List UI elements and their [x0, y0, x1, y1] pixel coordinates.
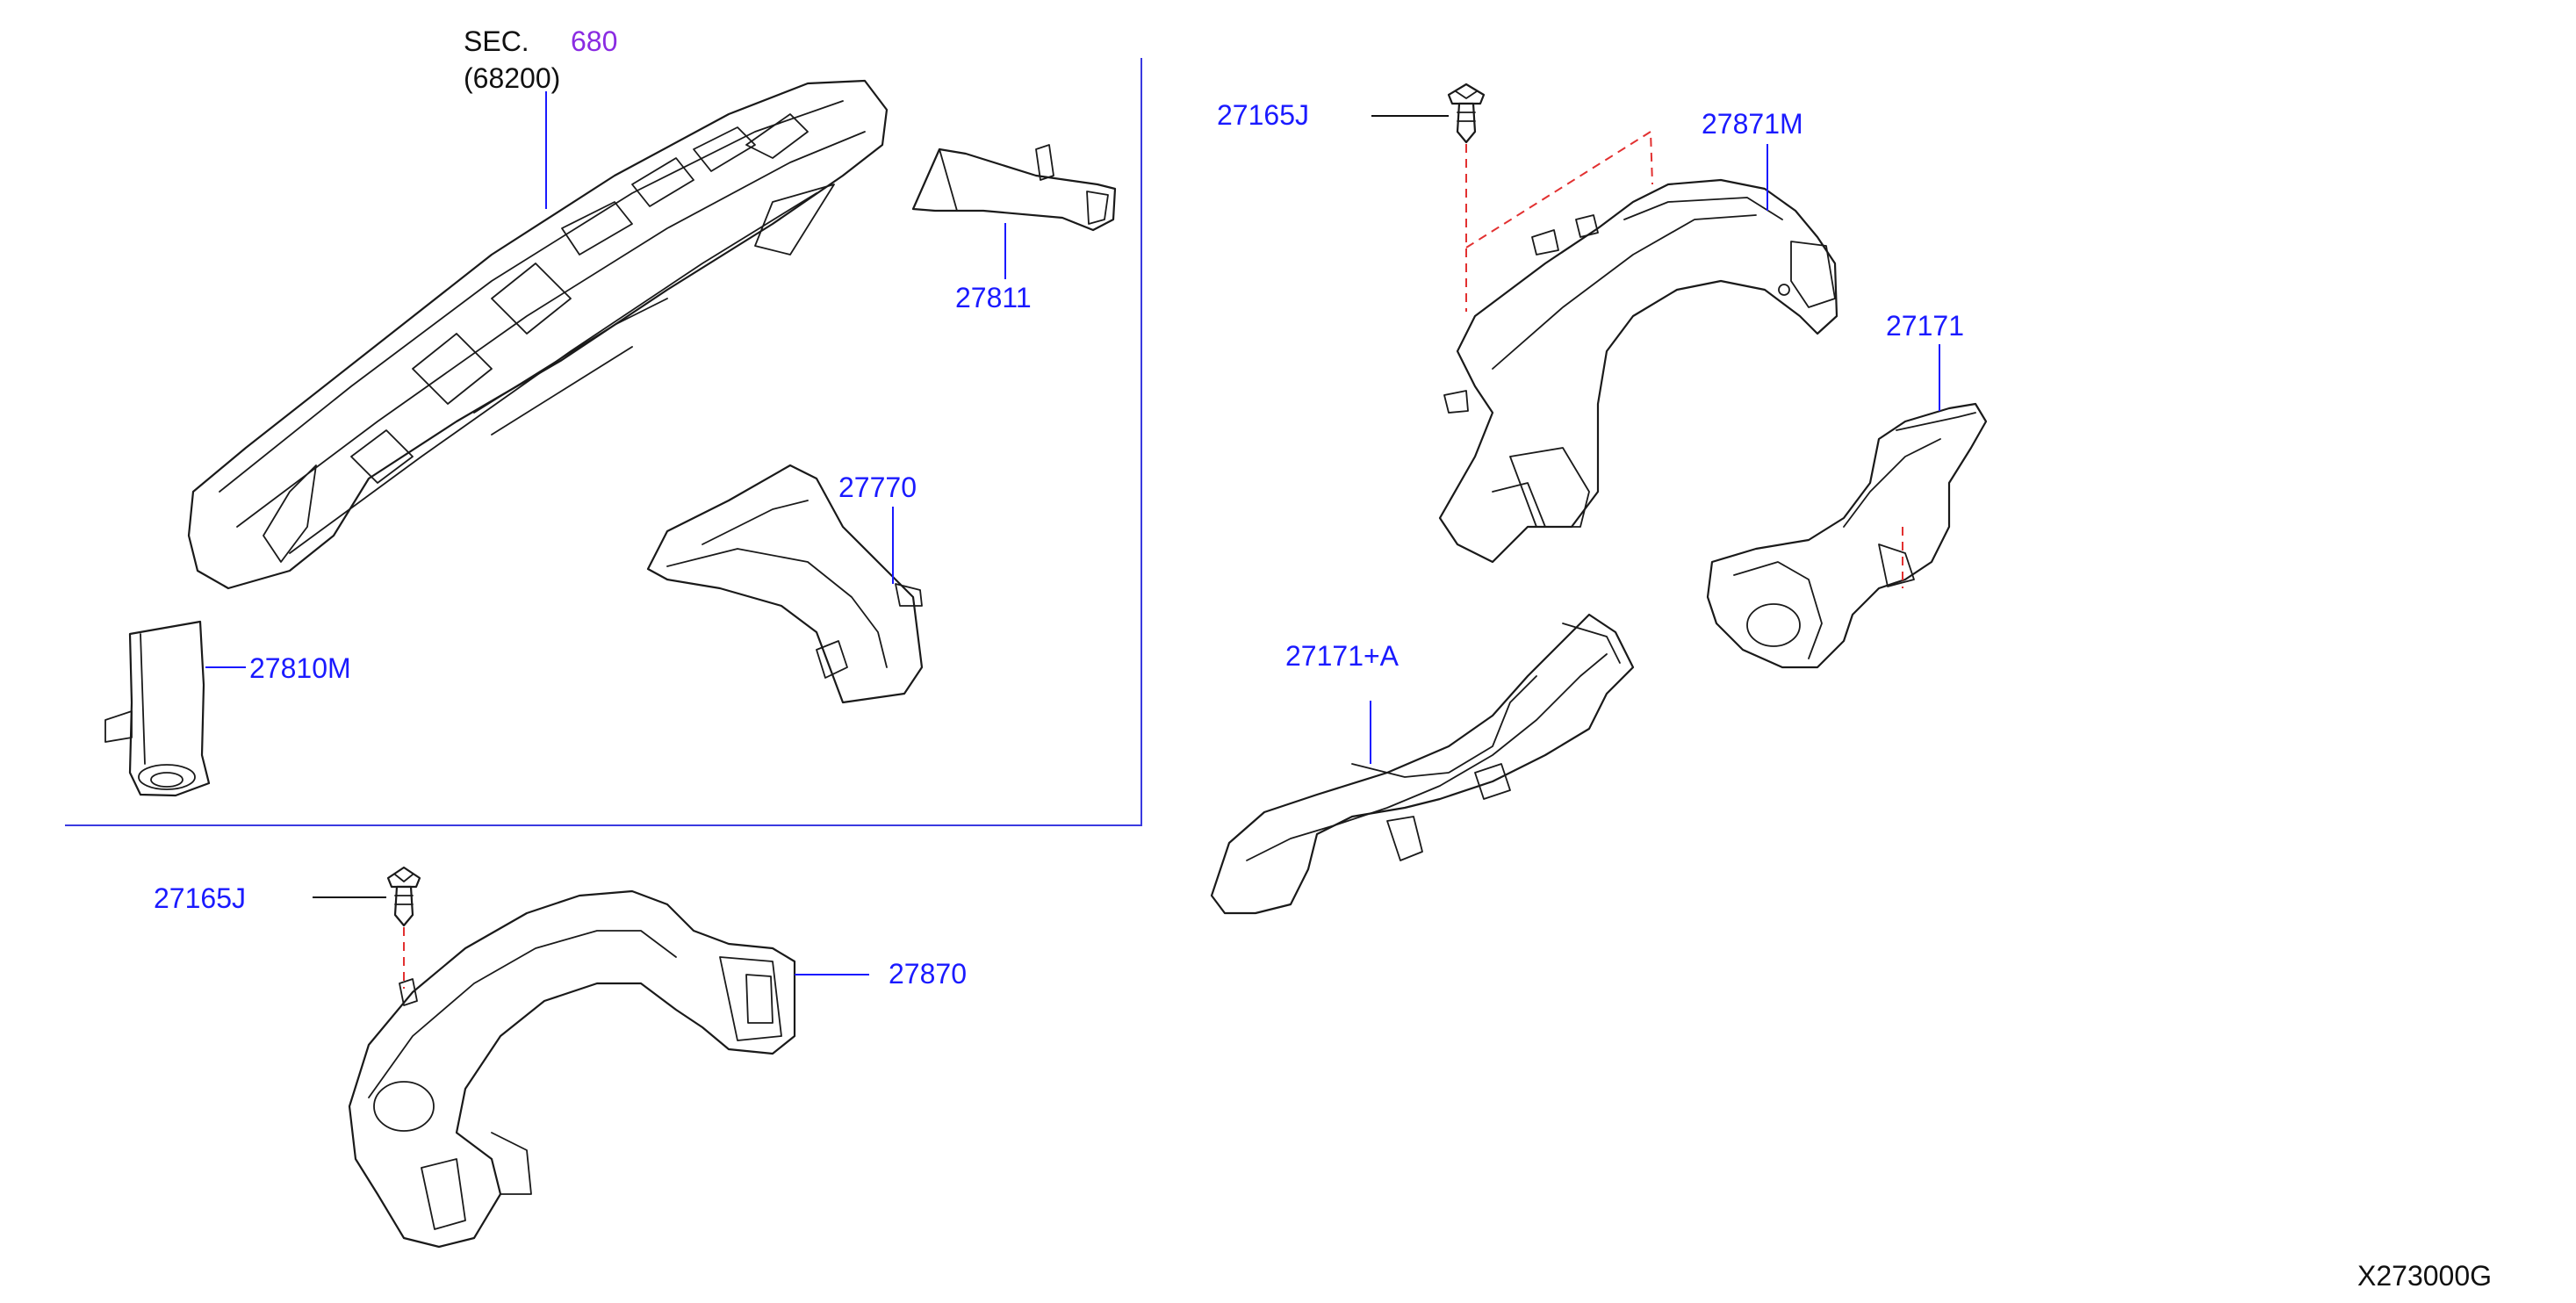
instrument-panel-duct — [187, 79, 889, 590]
part-27171 — [1706, 402, 1988, 669]
callout-27171a[interactable]: 27171+A — [1285, 640, 1400, 672]
callout-27770[interactable]: 27770 — [838, 472, 917, 503]
sec-sub-label: (68200) — [464, 62, 561, 94]
part-27870 — [348, 889, 796, 1249]
callout-27870[interactable]: 27870 — [889, 958, 967, 990]
sec-number[interactable]: 680 — [571, 25, 618, 57]
sec-label: SEC. — [464, 25, 529, 57]
diagram-code: X273000G — [2357, 1260, 2493, 1292]
screw-bottom — [386, 866, 421, 927]
callout-27871m[interactable]: 27871M — [1702, 108, 1803, 140]
callout-27165j-bottom[interactable]: 27165J — [154, 882, 246, 914]
part-27810m — [104, 620, 211, 797]
part-27770 — [646, 464, 924, 704]
callout-27811[interactable]: 27811 — [955, 282, 1032, 313]
callout-27171[interactable]: 27171 — [1886, 310, 1964, 342]
callout-27810m[interactable]: 27810M — [249, 652, 351, 684]
section-frame — [65, 58, 1142, 826]
part-27811 — [911, 144, 1117, 232]
callout-27165j-top[interactable]: 27165J — [1217, 99, 1309, 131]
part-27171a — [1210, 613, 1635, 915]
part-27871m — [1438, 178, 1838, 564]
screw-top — [1447, 83, 1486, 144]
